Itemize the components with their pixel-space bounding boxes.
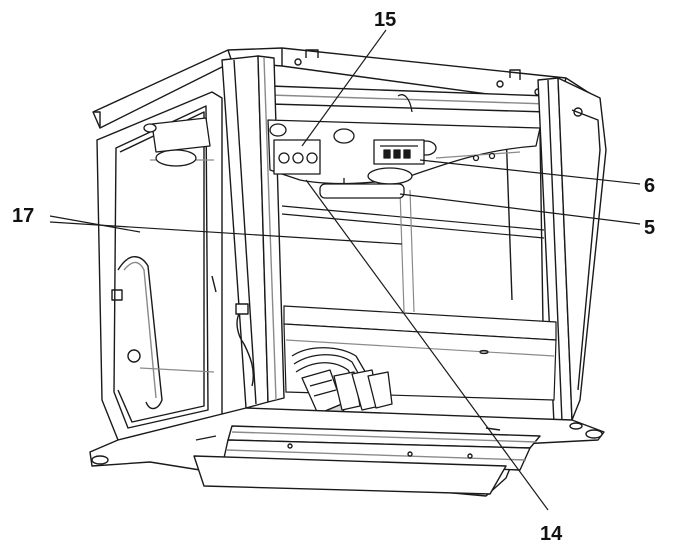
callout-labels: 15 6 5 17 14 — [12, 9, 655, 545]
headliner-console — [143, 94, 541, 199]
callout-15: 15 — [374, 9, 396, 31]
leader-17b — [49, 221, 403, 245]
callout-5: 5 — [644, 217, 655, 239]
callout-17: 17 — [12, 205, 34, 227]
leader-lines — [49, 29, 641, 511]
callout-6: 6 — [644, 175, 655, 197]
leader-14 — [305, 179, 549, 511]
cab-floor — [89, 407, 605, 497]
left-pillar — [221, 55, 285, 409]
leader-6 — [419, 159, 641, 185]
leader-5 — [399, 193, 641, 225]
callout-14: 14 — [540, 523, 563, 545]
rear-interior — [139, 159, 557, 401]
leader-17a — [49, 215, 141, 233]
leader-15 — [301, 29, 387, 147]
